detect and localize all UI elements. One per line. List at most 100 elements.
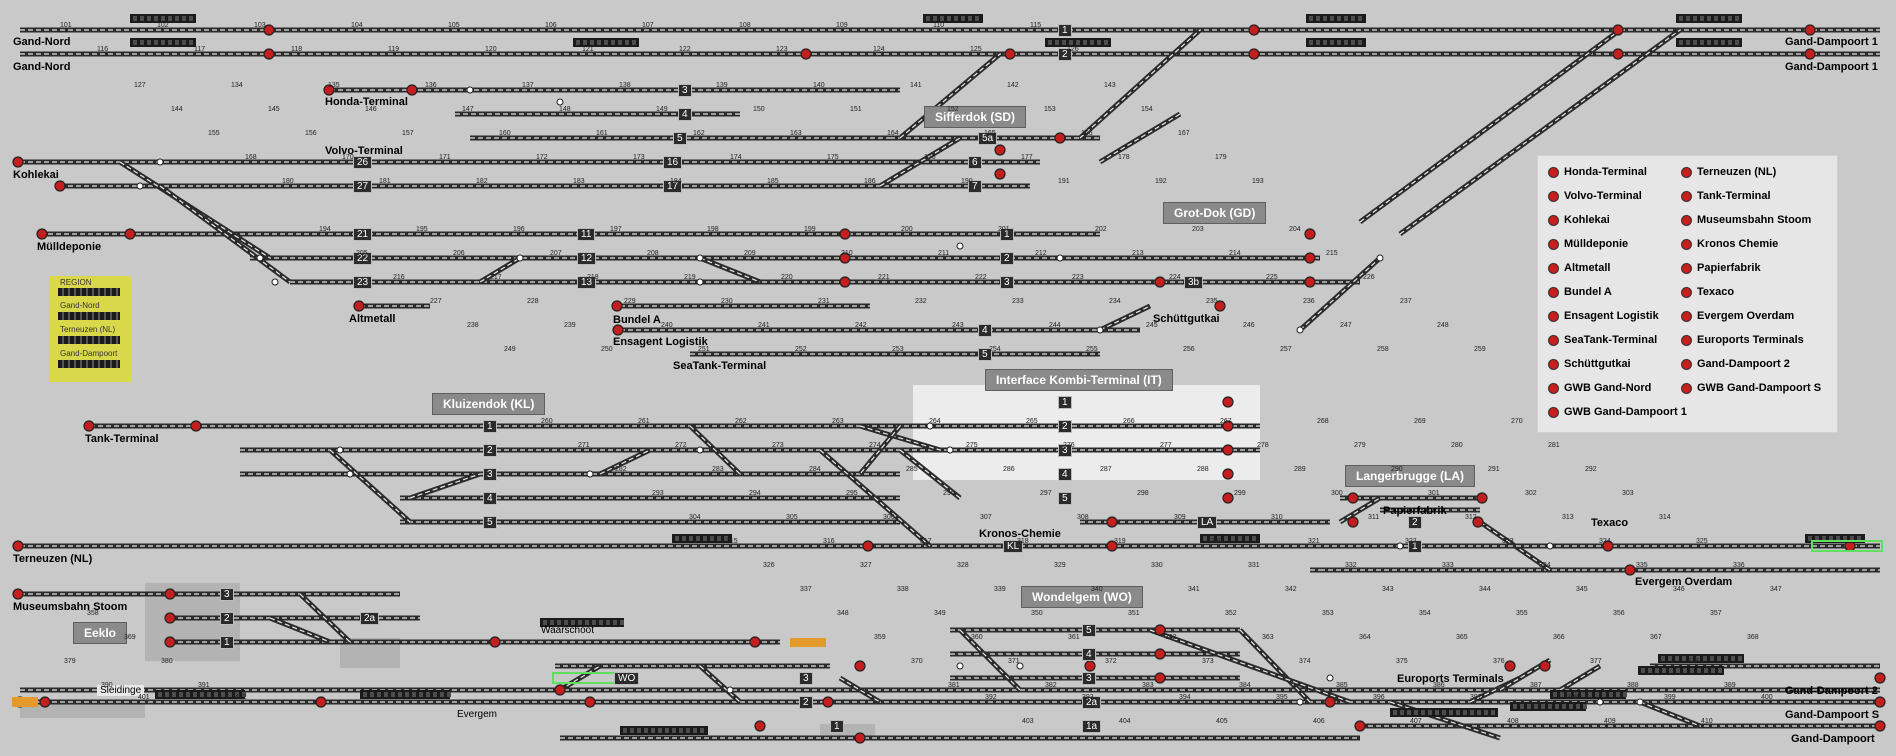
- station-header[interactable]: Sifferdok (SD): [924, 106, 1027, 128]
- switch[interactable]: [346, 470, 354, 478]
- signal[interactable]: [12, 540, 24, 552]
- signal[interactable]: [83, 420, 95, 432]
- switch[interactable]: [1016, 662, 1024, 670]
- signal[interactable]: [1324, 696, 1336, 708]
- signal[interactable]: [1612, 48, 1624, 60]
- signal[interactable]: [1222, 492, 1234, 504]
- legend-item[interactable]: Schüttgutkai: [1548, 358, 1631, 370]
- signal[interactable]: [854, 732, 866, 744]
- signal[interactable]: [584, 696, 596, 708]
- switch[interactable]: [1376, 254, 1384, 262]
- signal[interactable]: [1504, 660, 1516, 672]
- signal[interactable]: [1347, 492, 1359, 504]
- station-header[interactable]: Kluizendok (KL): [432, 393, 546, 415]
- signal[interactable]: [1222, 468, 1234, 480]
- signal[interactable]: [1304, 252, 1316, 264]
- legend-item[interactable]: GWB Gand-Dampoort S: [1681, 382, 1821, 394]
- legend-item[interactable]: Evergem Overdam: [1681, 310, 1794, 322]
- legend-item[interactable]: Kronos Chemie: [1681, 238, 1778, 250]
- signal[interactable]: [749, 636, 761, 648]
- signal[interactable]: [862, 540, 874, 552]
- signal[interactable]: [1624, 564, 1636, 576]
- signal[interactable]: [489, 636, 501, 648]
- signal[interactable]: [1084, 660, 1096, 672]
- region-display[interactable]: [58, 336, 120, 344]
- signal[interactable]: [1804, 48, 1816, 60]
- signal[interactable]: [164, 588, 176, 600]
- signal[interactable]: [839, 228, 851, 240]
- signal[interactable]: [1874, 720, 1886, 732]
- switch[interactable]: [156, 158, 164, 166]
- switch[interactable]: [1296, 326, 1304, 334]
- legend-item[interactable]: Euroports Terminals: [1681, 334, 1804, 346]
- signal[interactable]: [12, 588, 24, 600]
- signal[interactable]: [1154, 648, 1166, 660]
- signal[interactable]: [1222, 444, 1234, 456]
- legend-item[interactable]: Kohlekai: [1548, 214, 1610, 226]
- legend-item[interactable]: Volvo-Terminal: [1548, 190, 1642, 202]
- legend-item[interactable]: Gand-Dampoort 2: [1681, 358, 1790, 370]
- legend-item[interactable]: GWB Gand-Nord: [1548, 382, 1651, 394]
- legend-item[interactable]: Papierfabrik: [1681, 262, 1761, 274]
- signal[interactable]: [754, 720, 766, 732]
- switch[interactable]: [1056, 254, 1064, 262]
- legend-item[interactable]: Texaco: [1681, 286, 1734, 298]
- signal[interactable]: [1354, 720, 1366, 732]
- signal[interactable]: [854, 660, 866, 672]
- signal[interactable]: [611, 300, 623, 312]
- switch[interactable]: [466, 86, 474, 94]
- switch[interactable]: [556, 98, 564, 106]
- signal[interactable]: [54, 180, 66, 192]
- signal[interactable]: [800, 48, 812, 60]
- legend-item[interactable]: Ensagent Logistik: [1548, 310, 1659, 322]
- switch[interactable]: [956, 662, 964, 670]
- signal[interactable]: [164, 612, 176, 624]
- switch[interactable]: [271, 278, 279, 286]
- signal[interactable]: [1106, 516, 1118, 528]
- signal[interactable]: [190, 420, 202, 432]
- signal[interactable]: [1154, 672, 1166, 684]
- legend-item[interactable]: Museumsbahn Stoom: [1681, 214, 1811, 226]
- station-header[interactable]: Eeklo: [73, 622, 128, 644]
- switch[interactable]: [1296, 698, 1304, 706]
- signal[interactable]: [1612, 24, 1624, 36]
- legend-item[interactable]: Tank-Terminal: [1681, 190, 1771, 202]
- switch[interactable]: [586, 470, 594, 478]
- legend-item[interactable]: GWB Gand-Dampoort 1: [1548, 406, 1687, 418]
- signal[interactable]: [1602, 540, 1614, 552]
- legend-item[interactable]: Altmetall: [1548, 262, 1610, 274]
- signal[interactable]: [1874, 696, 1886, 708]
- region-display[interactable]: [58, 312, 120, 320]
- signal[interactable]: [124, 228, 136, 240]
- switch[interactable]: [516, 254, 524, 262]
- signal[interactable]: [1539, 660, 1551, 672]
- signal[interactable]: [263, 24, 275, 36]
- switch[interactable]: [136, 182, 144, 190]
- switch[interactable]: [1636, 698, 1644, 706]
- signal[interactable]: [994, 144, 1006, 156]
- signal[interactable]: [612, 324, 624, 336]
- signal[interactable]: [1347, 516, 1359, 528]
- signal[interactable]: [406, 84, 418, 96]
- switch[interactable]: [1096, 326, 1104, 334]
- signal[interactable]: [1476, 492, 1488, 504]
- switch[interactable]: [1596, 698, 1604, 706]
- region-display[interactable]: [58, 288, 120, 296]
- signal[interactable]: [1472, 516, 1484, 528]
- switch[interactable]: [696, 278, 704, 286]
- signal[interactable]: [1154, 624, 1166, 636]
- switch[interactable]: [726, 686, 734, 694]
- switch[interactable]: [336, 446, 344, 454]
- signal[interactable]: [554, 684, 566, 696]
- station-header[interactable]: Langerbrugge (LA): [1345, 465, 1475, 487]
- switch[interactable]: [946, 446, 954, 454]
- signal[interactable]: [1106, 540, 1118, 552]
- signal[interactable]: [315, 696, 327, 708]
- switch[interactable]: [696, 254, 704, 262]
- legend-item[interactable]: Terneuzen (NL): [1681, 166, 1776, 178]
- signal[interactable]: [1004, 48, 1016, 60]
- signal[interactable]: [1222, 396, 1234, 408]
- signal[interactable]: [1248, 48, 1260, 60]
- switch[interactable]: [696, 446, 704, 454]
- switch[interactable]: [926, 422, 934, 430]
